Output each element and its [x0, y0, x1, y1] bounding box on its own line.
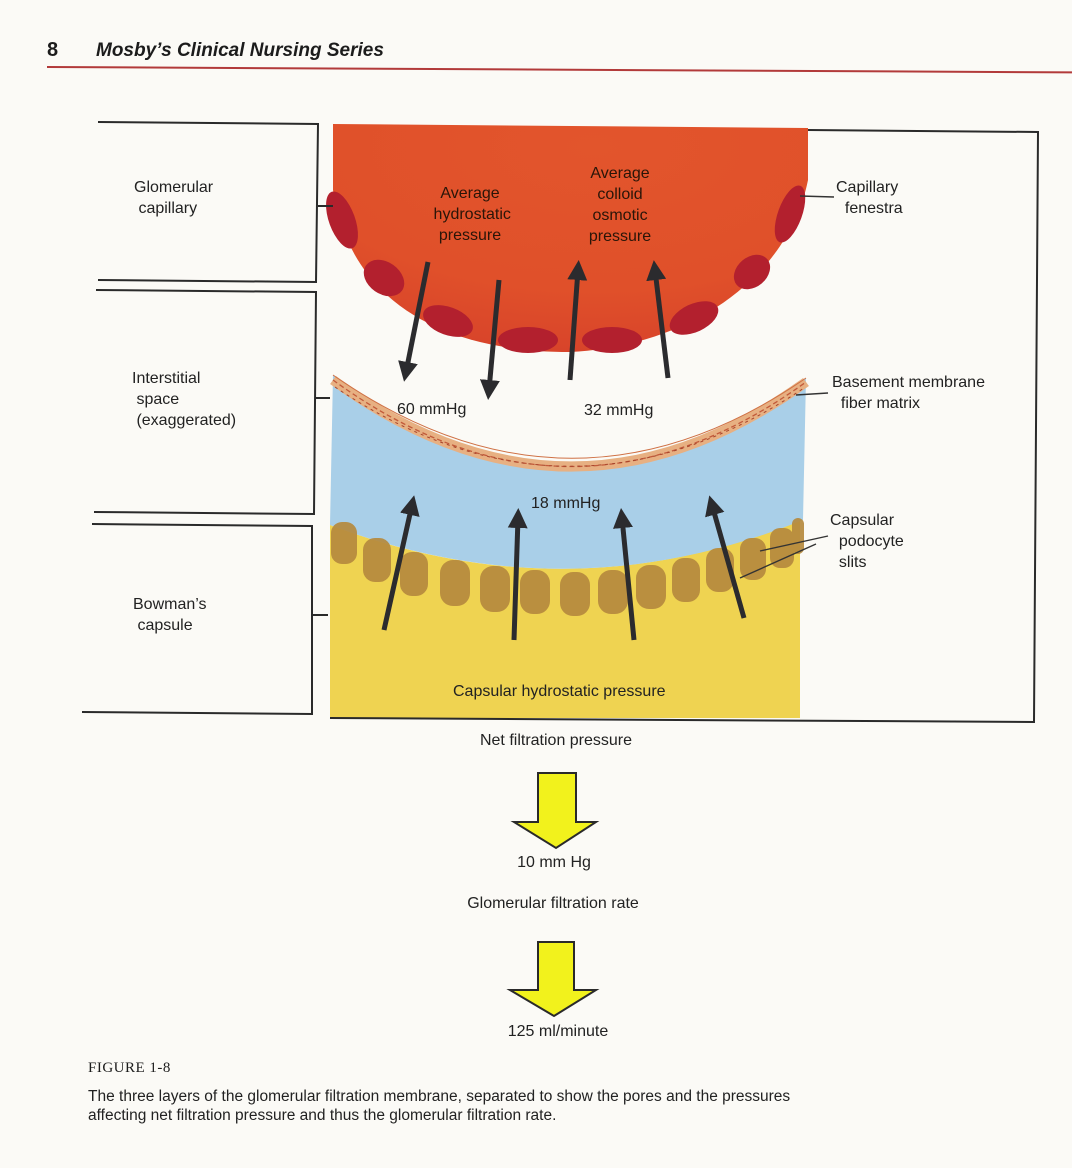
value-interstitial-pressure: 18 mmHg [531, 495, 601, 512]
capsular-arrow-1 [381, 495, 420, 631]
label-glomerular-filtration-rate: Glomerular filtration rate [467, 895, 639, 912]
endothelial-cells [326, 185, 806, 353]
capsular-arrow-4 [705, 495, 747, 619]
callout-basement-membrane: Basement membrane fiber matrix [832, 374, 985, 412]
series-title: Mosby’s Clinical Nursing Series [96, 40, 384, 61]
flow-arrow-1 [510, 772, 600, 850]
colloid-arrow-1 [567, 260, 588, 381]
page-number: 8 [47, 39, 59, 61]
callout-capillary-fenestra: Capillary fenestra [836, 179, 903, 217]
callout-podocyte-slits: Capsular podocyte slits [830, 512, 904, 571]
capsular-arrow-2 [507, 508, 528, 641]
value-hydrostatic-pressure: 60 mmHg [397, 401, 467, 418]
value-colloid-pressure: 32 mmHg [584, 402, 654, 419]
layer-brackets [81, 121, 1040, 724]
glomerular-capillary-region [333, 124, 808, 352]
figure-label: FIGURE 1-8 [88, 1060, 171, 1076]
hydrostatic-arrow-2 [479, 279, 502, 400]
pressure-arrows [381, 260, 747, 641]
label-glomerular-capillary: Glomerular capillary [134, 179, 214, 217]
capsular-arrow-3 [613, 508, 637, 641]
flow-arrow-2 [506, 941, 600, 1018]
basement-membrane [330, 374, 809, 472]
value-net-filtration-pressure: 10 mm Hg [517, 854, 591, 871]
label-capsular-hydrostatic-pressure: Capsular hydrostatic pressure [453, 683, 666, 700]
callout-leaders [739, 195, 835, 579]
label-net-filtration-pressure: Net filtration pressure [479, 732, 633, 749]
hydrostatic-arrow-1 [398, 261, 431, 382]
interstitial-space-region [330, 375, 806, 569]
colloid-arrow-2 [646, 260, 671, 379]
label-average-hydrostatic-pressure: Average hydrostatic pressure [433, 185, 511, 244]
value-glomerular-filtration-rate: 125 ml/minute [507, 1023, 609, 1040]
label-bowmans-capsule: Bowman’s capsule [133, 596, 207, 634]
label-interstitial-space: Interstitial space (exaggerated) [132, 370, 237, 429]
figure-caption: The three layers of the glomerular filtr… [88, 1088, 791, 1124]
label-average-colloid-osmotic-pressure: Average colloid osmotic pressure [588, 165, 652, 245]
